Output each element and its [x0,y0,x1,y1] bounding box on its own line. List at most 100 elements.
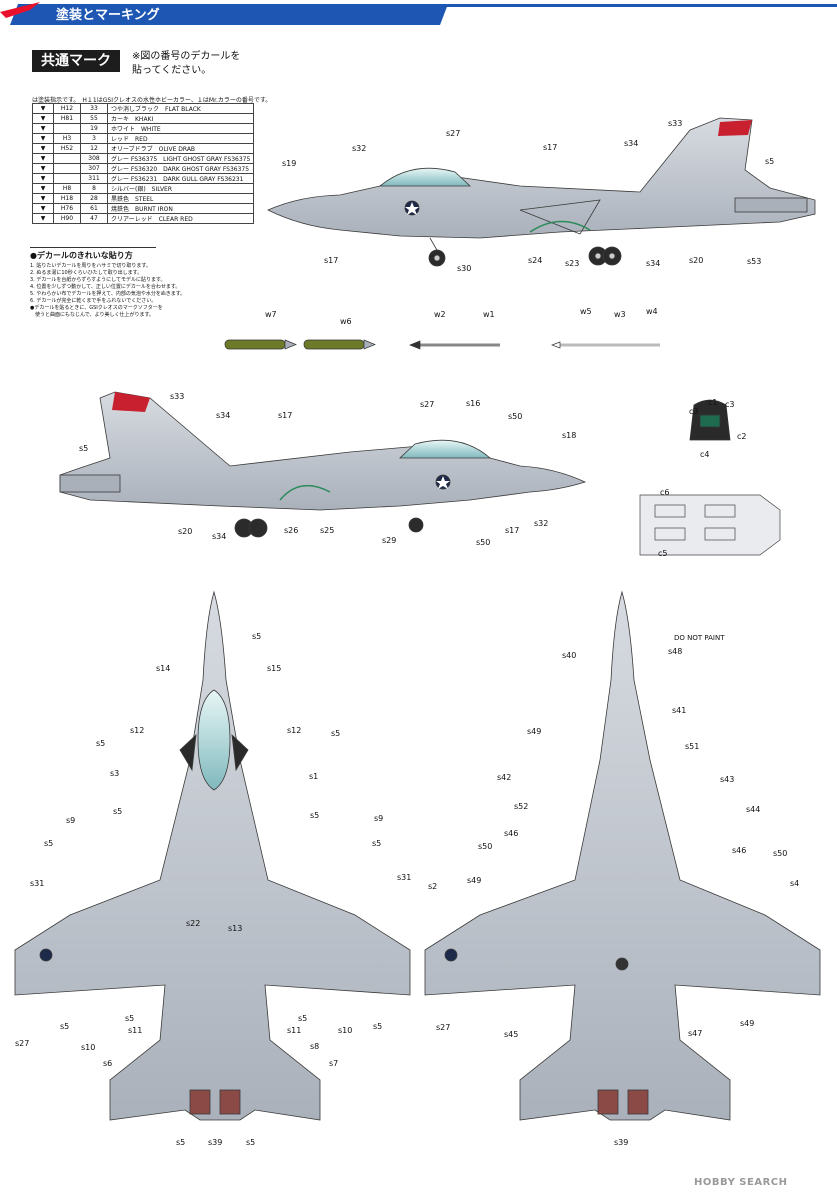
decal-callout-label: s10 [81,1043,96,1052]
decal-callout-label: s19 [282,159,297,168]
tips-line: ●デカールを貼るときに、GSIクレオスのマークソフターを [30,305,163,311]
decal-callout-label: s34 [646,259,661,268]
decal-callout-label: s17 [324,256,339,265]
seat-detail [689,399,731,441]
decal-callout-label: s5 [252,632,262,641]
tips-line: 1. 貼りたいデカールを周りをハサミで切り取ります。 [30,263,151,269]
decal-callout-label: s5 [765,157,775,166]
decal-callout-label: s11 [128,1026,143,1035]
tips-line: 2. ぬるま湯に10秒くらいひたして取り出します。 [30,270,143,276]
decal-callout-label: s48 [668,647,683,656]
decal-callout-label: s43 [720,775,735,784]
section-title: 共通マーク [32,50,120,72]
decal-callout-label: s5 [96,739,106,748]
decal-callout-label: s9 [66,816,76,825]
decal-callout-label: s46 [732,846,747,855]
decal-callout-label: w4 [646,307,658,316]
decal-callout-label: s12 [287,726,302,735]
decal-callout-label: s17 [543,143,558,152]
decal-callout-label: c3 [689,407,699,416]
decal-callout-label: s46 [504,829,519,838]
watermark: HOBBY SEARCH [694,1177,788,1188]
decal-callout-label: c3 [725,400,735,409]
weapons-row [224,339,660,350]
decal-callout-label: w2 [434,310,446,319]
section-note: ※図の番号のデカールを 貼ってください。 [132,50,240,78]
decal-callout-label: s6 [103,1059,113,1068]
decal-callout-label: s50 [508,412,523,421]
decal-callout-label: s22 [186,919,201,928]
legend-caption: は塗装指示です。 H１1はGSIクレオスの水性ホビーカラー、１はMr.カラーの番… [32,97,272,104]
decal-callout-label: s15 [267,664,282,673]
decal-callout-label: s39 [208,1138,223,1147]
decal-callout-label: s29 [382,536,397,545]
color-name: クリアーレッド CLEAR RED [106,213,255,224]
decal-callout-label: s42 [497,773,512,782]
intake-detail [639,494,781,556]
top-view [14,590,411,1121]
decal-callout-label: s30 [457,264,472,273]
decal-callout-label: s5 [298,1014,308,1023]
tips-line: 6. デカールが完全に乾くまで手をふれないでください。 [30,298,157,304]
decal-callout-label: s27 [446,129,461,138]
decal-callout-label: s47 [688,1029,703,1038]
decal-callout-label: s5 [125,1014,135,1023]
decal-callout-label: s45 [504,1030,519,1039]
decal-callout-label: s10 [338,1026,353,1035]
decal-callout-label: s13 [228,924,243,933]
tips-title: ●デカールのきれいな貼り方 [30,251,133,260]
decal-callout-label: s32 [352,144,367,153]
side-view-right [59,391,587,538]
decal-callout-label: c1 [708,398,718,407]
tips-line: 4. 位置を少しずつ動かして、正しい位置にデカールを合わせます。 [30,284,181,290]
decal-callout-label: s5 [246,1138,256,1147]
decal-callout-label: s39 [614,1138,629,1147]
decal-tips: ●デカールのきれいな貼り方 1. 貼りたいデカールを周りをハサミで切り取ります。… [30,247,186,319]
decal-callout-label: w3 [614,310,626,319]
decal-callout-label: s5 [372,839,382,848]
decal-callout-label: s44 [746,805,761,814]
decal-callout-label: c5 [658,549,668,558]
decal-callout-label: s1 [309,772,319,781]
decal-callout-label: s5 [310,811,320,820]
decal-callout-label: s32 [534,519,549,528]
decal-callout-label: s31 [397,873,412,882]
decal-callout-label: s23 [565,259,580,268]
tips-line: 5. やわらかい布でデカールを押えて、内部の気泡や水分をぬきます。 [30,291,186,297]
decal-callout-label: c4 [700,450,710,459]
decal-callout-label: s4 [790,879,800,888]
decal-callout-label: s51 [685,742,700,751]
decal-callout-label: s34 [624,139,639,148]
side-view-left [267,117,816,267]
decal-callout-label: s34 [216,411,231,420]
tips-lines: 1. 貼りたいデカールを周りをハサミで切り取ります。2. ぬるま湯に10秒くらい… [30,263,186,319]
decal-callout-label: s26 [284,526,299,535]
decal-callout-label: s18 [562,431,577,440]
decal-callout-label: s17 [505,526,520,535]
decal-callout-label: s50 [478,842,493,851]
decal-callout-label: s16 [466,399,481,408]
decal-callout-label: s50 [476,538,491,547]
section-note-line1: ※図の番号のデカールを [132,51,241,62]
section-note-line2: 貼ってください。 [132,65,212,76]
bottom-view [424,590,821,1121]
decal-callout-label: s7 [329,1059,339,1068]
decal-callout-label: s27 [15,1039,30,1048]
decal-callout-label: s17 [278,411,293,420]
decal-callout-label: s27 [436,1023,451,1032]
page-title: 塗装とマーキング [56,8,160,23]
decal-callout-label: s41 [672,706,687,715]
decal-callout-label: c6 [660,488,670,497]
decal-callout-label: s25 [320,526,335,535]
decal-callout-label: s9 [374,814,384,823]
decal-callout-label: DO NOT PAINT [674,634,725,642]
decal-callout-label: s50 [773,849,788,858]
decal-callout-label: w7 [265,310,277,319]
decal-callout-label: s33 [668,119,683,128]
page-header [0,0,837,34]
decal-callout-label: s5 [44,839,54,848]
decal-callout-label: s20 [178,527,193,536]
decal-callout-label: w6 [340,317,352,326]
